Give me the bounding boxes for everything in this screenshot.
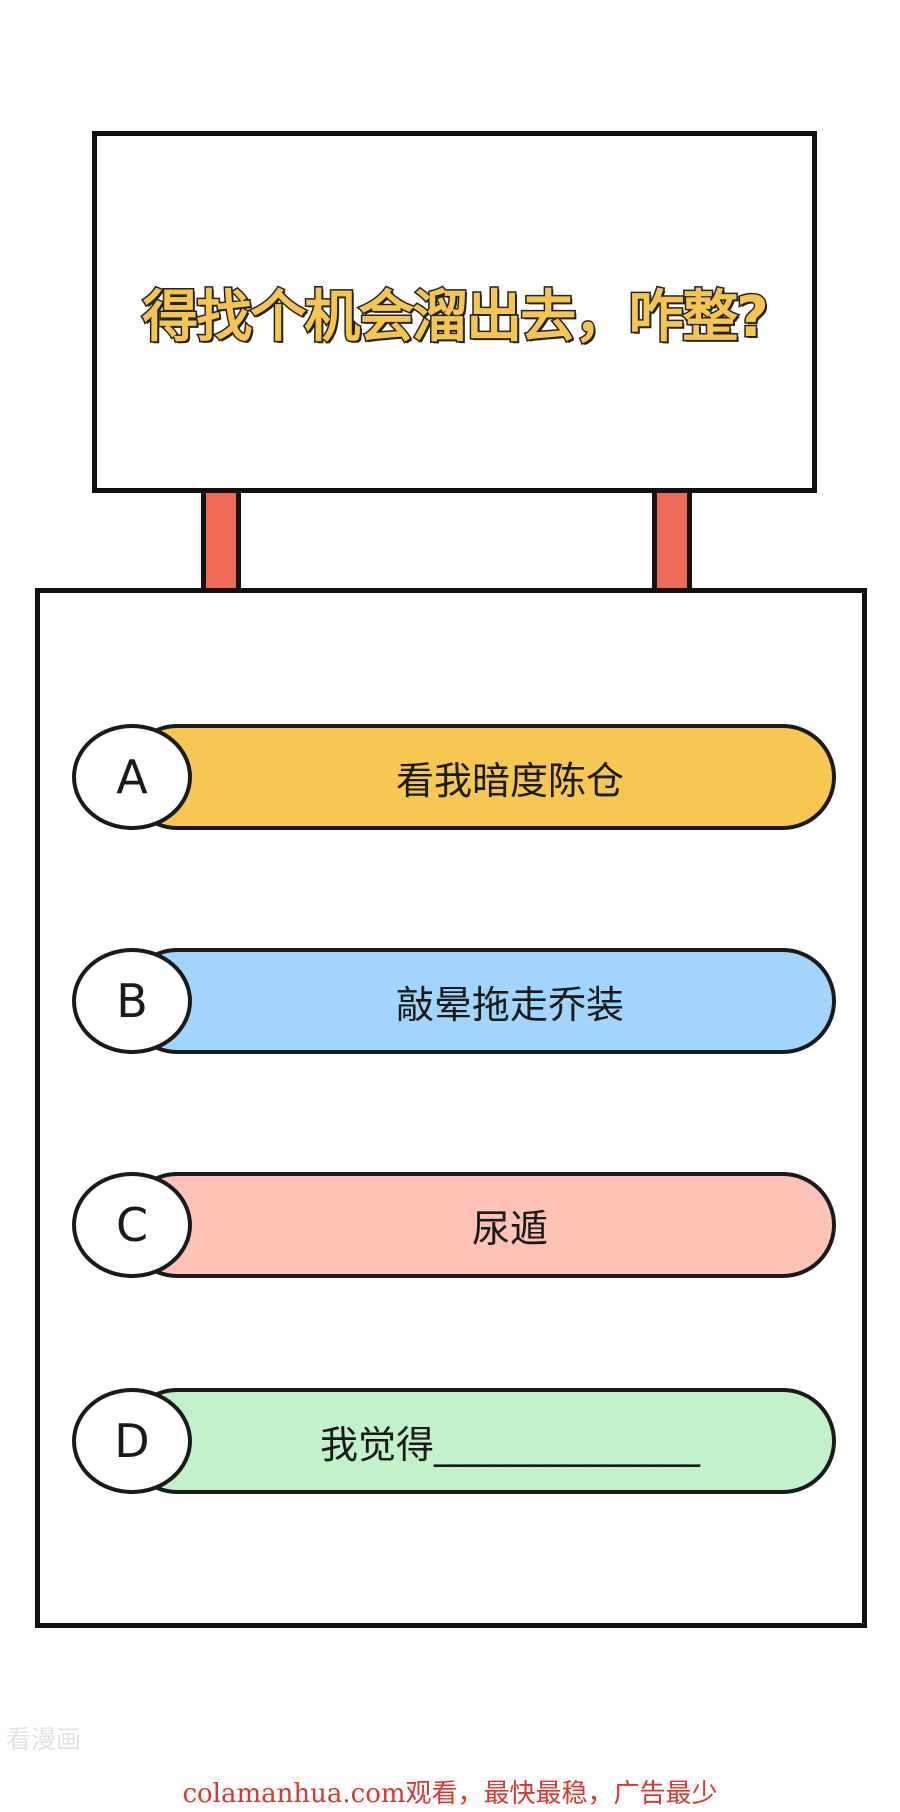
option-c-pill[interactable]: 尿遁 [124, 1172, 836, 1278]
option-b-text: 敲晕拖走乔装 [395, 982, 624, 1027]
footer-slogan: 观看，最快最稳，广告最少 [405, 1779, 718, 1809]
option-a-pill[interactable]: 看我暗度陈仓 [124, 724, 836, 830]
watermark: 看漫画 [6, 1725, 82, 1754]
option-b-letter[interactable]: B [72, 948, 192, 1054]
option-d[interactable]: 我觉得______________ D [72, 1388, 836, 1494]
option-a-letter[interactable]: A [72, 724, 192, 830]
sign-post-right [652, 493, 692, 591]
sign-post-left [201, 493, 241, 591]
option-d-pill[interactable]: 我觉得______________ [124, 1388, 836, 1494]
option-c[interactable]: 尿遁 C [72, 1172, 836, 1278]
option-b-pill[interactable]: 敲晕拖走乔装 [124, 948, 836, 1054]
option-a[interactable]: 看我暗度陈仓 A [72, 724, 836, 830]
question-title: 得找个机会溜出去，咋整? [141, 283, 770, 351]
option-c-text: 尿遁 [471, 1206, 548, 1251]
footer-site-link[interactable]: colamanhua.com [182, 1779, 406, 1809]
option-c-letter[interactable]: C [72, 1172, 192, 1278]
question-sign: 得找个机会溜出去，咋整? [92, 131, 817, 493]
option-a-text: 看我暗度陈仓 [395, 758, 624, 803]
option-d-text: 我觉得______________ [319, 1422, 700, 1467]
option-b[interactable]: 敲晕拖走乔装 B [72, 948, 836, 1054]
option-d-letter[interactable]: D [72, 1388, 192, 1494]
footer-note: colamanhua.com观看，最快最稳，广告最少 [0, 1773, 900, 1810]
